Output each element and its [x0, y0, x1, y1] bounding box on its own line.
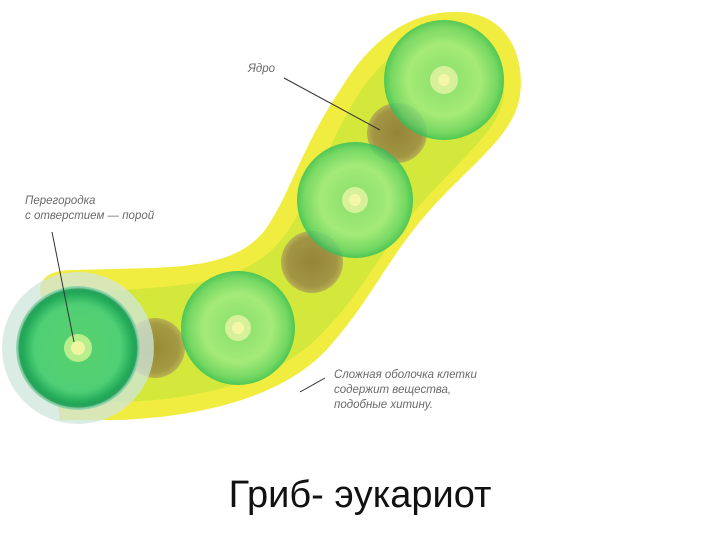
septum-end-cross-section — [2, 272, 154, 424]
cell-wall-label: Сложная оболочка клетки содержит веществ… — [334, 369, 477, 411]
septum-pointer — [51, 231, 75, 343]
septum-label: Перегородка с отверстием — порой — [25, 195, 155, 222]
septum — [384, 20, 504, 140]
septum — [297, 142, 413, 258]
slide-caption: Гриб- эукариот — [228, 474, 492, 516]
cell-wall-pointer — [299, 377, 326, 393]
nucleus-label: Ядро — [248, 63, 275, 75]
nucleus-pointer — [283, 77, 381, 131]
septum — [181, 271, 295, 385]
